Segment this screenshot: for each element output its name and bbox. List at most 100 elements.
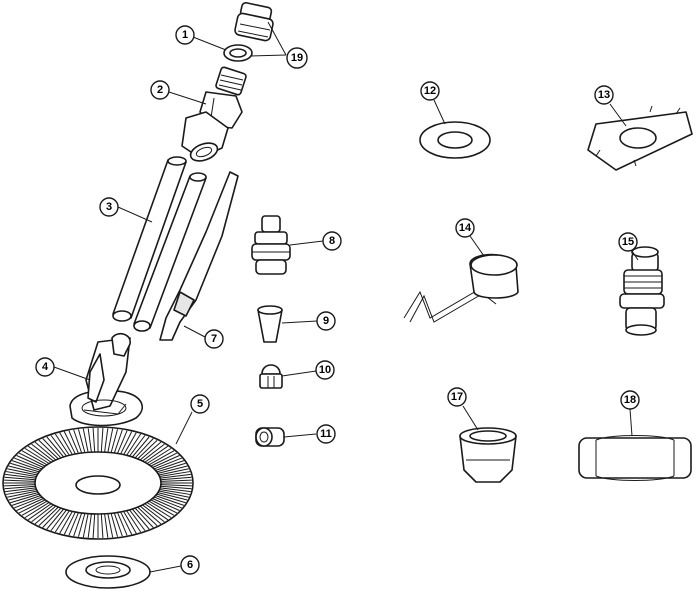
skirt-fin — [126, 510, 142, 533]
skirt-fin — [131, 436, 150, 458]
skirt-fin — [73, 512, 83, 537]
skirt-fin — [14, 496, 43, 509]
skirt-fin — [24, 447, 50, 464]
callout-6: 6 — [180, 555, 200, 575]
callout-label: 5 — [197, 398, 203, 410]
skirt-fin — [5, 473, 36, 479]
skirt-fin — [16, 498, 44, 511]
skirt-fin — [82, 513, 89, 538]
callout-12: 12 — [420, 81, 440, 101]
skirt-fin — [7, 468, 38, 476]
part-6-foot-pad — [65, 555, 151, 589]
skirt-fin — [155, 460, 185, 471]
part-14-hook-clip — [403, 253, 519, 323]
skirt-fin — [142, 443, 165, 462]
skirt-fin — [21, 500, 48, 516]
skirt-fin — [38, 506, 59, 527]
skirt-fin — [150, 452, 178, 467]
skirt-fin — [160, 487, 191, 493]
skirt-fin — [129, 435, 146, 457]
skirt-fin — [4, 479, 36, 482]
skirt-fin — [63, 431, 76, 455]
callout-label: 4 — [42, 361, 49, 373]
skirt-fin — [4, 484, 36, 487]
skirt-fin — [107, 428, 114, 453]
skirt-fin — [142, 504, 165, 523]
callout-13: 13 — [594, 85, 614, 105]
callout-7: 7 — [204, 329, 224, 349]
skirt-fin — [113, 429, 123, 454]
skirt-fin — [134, 438, 154, 459]
callout-label: 8 — [329, 235, 335, 247]
skirt-fin — [158, 468, 189, 476]
part-12-washer — [419, 121, 491, 159]
part-10-cap-nut — [259, 364, 283, 389]
skirt-fin — [137, 506, 158, 527]
part-4-body — [69, 332, 144, 427]
callout-label: 12 — [424, 85, 436, 97]
callout-5: 5 — [190, 394, 210, 414]
skirt-fin — [120, 431, 133, 455]
skirt-fin — [139, 505, 162, 525]
skirt-fin — [63, 511, 76, 535]
skirt-fin — [157, 465, 188, 474]
skirt-fin — [27, 445, 52, 463]
skirt-fin — [126, 433, 142, 456]
skirt-fin — [18, 499, 46, 514]
skirt-fin — [54, 510, 70, 533]
skirt-fin — [107, 513, 114, 538]
skirt-fin — [10, 493, 40, 504]
callout-label: 19 — [291, 52, 303, 64]
part-17-socket — [459, 427, 517, 483]
skirt-fin — [5, 487, 36, 493]
skirt-fin — [50, 435, 67, 457]
skirt-fin — [110, 429, 119, 453]
part-8-valve — [251, 215, 291, 275]
skirt-fin — [117, 512, 128, 536]
skirt-fin — [160, 485, 192, 490]
skirt-fin — [146, 502, 172, 519]
callout-15: 15 — [618, 232, 638, 252]
skirt-fin — [104, 428, 109, 453]
skirt-fin — [146, 447, 172, 464]
skirt-fin — [110, 513, 119, 537]
callout-8: 8 — [322, 231, 342, 251]
skirt-fin — [5, 471, 37, 478]
callout-14: 14 — [455, 218, 475, 238]
callout-11: 11 — [316, 424, 336, 444]
skirt-fin — [16, 455, 44, 468]
skirt-fin — [42, 507, 62, 528]
skirt-fin — [4, 485, 36, 490]
skirt-fin — [153, 457, 182, 470]
skirt-fin — [8, 492, 39, 501]
skirt-fin — [152, 498, 180, 511]
skirt-fin — [92, 513, 96, 538]
skirt-fin — [21, 450, 48, 466]
callout-label: 14 — [459, 222, 472, 234]
part-2-swivel-elbow — [181, 66, 247, 162]
callout-2: 2 — [150, 80, 170, 100]
skirt-fin — [68, 430, 79, 454]
part-5-skirt-disc — [2, 426, 194, 540]
callout-4: 4 — [35, 357, 55, 377]
callout-label: 17 — [451, 391, 463, 403]
part-3-hose-tubes — [112, 156, 207, 332]
part-19-swivel-cap — [223, 1, 274, 62]
skirt-fin — [156, 462, 186, 473]
skirt-fin — [153, 496, 182, 509]
callout-19: 19 — [286, 47, 308, 69]
part-13-bracket-plate — [587, 105, 693, 171]
callout-label: 18 — [624, 394, 636, 406]
skirt-fin — [46, 508, 65, 530]
skirt-fin — [144, 445, 169, 463]
skirt-fin — [100, 428, 104, 453]
skirt-fin — [18, 452, 46, 467]
skirt-fin — [152, 455, 180, 468]
skirt-fin — [24, 502, 50, 519]
skirt-fin — [68, 512, 79, 536]
part-18-sleeve — [578, 435, 692, 481]
callout-label: 7 — [211, 333, 217, 345]
skirt-fin — [100, 513, 104, 538]
callout-10: 10 — [315, 360, 335, 380]
